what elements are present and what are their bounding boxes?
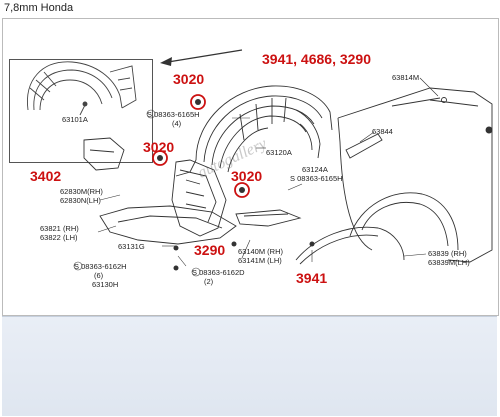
callout-3402: 3402 — [30, 168, 61, 184]
callout-circles — [152, 94, 250, 198]
callout-3020-b: 3020 — [143, 139, 174, 155]
callout-3020-a: 3020 — [173, 71, 204, 87]
label-63130H: 63130H — [92, 280, 118, 289]
label-63140M-RH: 63140M (RH) — [238, 247, 284, 256]
parts-diagram-frame — [2, 18, 499, 316]
label-63120A: 63120A — [266, 148, 292, 157]
label-63131G: 63131G — [118, 242, 145, 251]
fastener-icons — [157, 99, 315, 271]
label-08363-6162D: S 08363-6162D — [192, 268, 245, 277]
callout-3290: 3290 — [194, 242, 225, 258]
label-63821-RH: 63821 (RH) — [40, 224, 79, 233]
page-title: 7,8mm Honda — [4, 2, 74, 14]
label-63814M: 63814M — [392, 73, 419, 82]
callout-3941-4686-3290: 3941, 4686, 3290 — [262, 51, 371, 67]
label-63839-RH: 63839 (RH) — [428, 249, 467, 258]
callout-3020-c: 3020 — [231, 168, 262, 184]
label-08363-6165H: S 08363-6165H — [147, 110, 200, 119]
label-08363-6162H: S 08363-6162H — [74, 262, 127, 271]
label-qty-2: (2) — [204, 277, 214, 286]
label-qty-4: (4) — [172, 119, 182, 128]
fender-panel-drawing — [295, 87, 493, 265]
label-63822-LH: 63822 (LH) — [40, 233, 78, 242]
leader-lines — [97, 77, 439, 267]
label-63124A: 63124A — [302, 165, 328, 174]
label-63141M-LH: 63141M (LH) — [238, 256, 282, 265]
label-63839M-LH: 63839M(LH) — [428, 258, 470, 267]
callout-3941-bottom: 3941 — [296, 270, 327, 286]
label-62830N-LH: 62830N(LH) — [60, 196, 101, 205]
screw-symbols — [73, 109, 201, 277]
inset-detail-box — [9, 59, 153, 163]
under-cover-drawing — [83, 137, 302, 245]
fender-liner-drawing — [175, 85, 333, 177]
label-62830M-RH: 62830M(RH) — [60, 187, 103, 196]
empty-lower-area — [2, 316, 497, 416]
label-63844: 63844 — [372, 127, 393, 136]
label-08363-6165H-b: S 08363-6165H — [290, 174, 343, 183]
inset-liner-sketch — [27, 61, 137, 116]
label-qty-6: (6) — [94, 271, 104, 280]
label-63101A: 63101A — [62, 115, 88, 124]
direction-arrow — [160, 49, 243, 66]
